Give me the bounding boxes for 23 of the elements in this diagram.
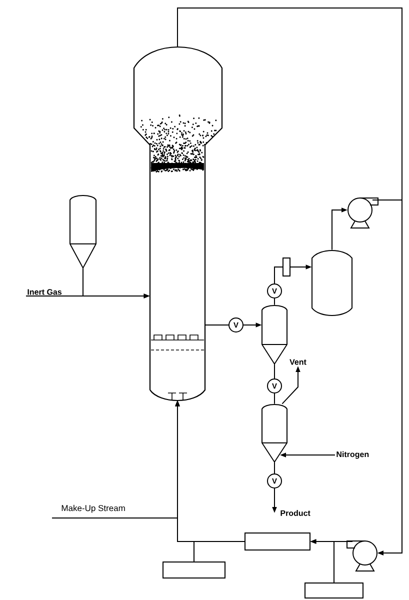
- filter-box: [282, 258, 290, 276]
- pipe-line: [204, 324, 229, 326]
- pipe-line: [274, 298, 275, 306]
- discharge-tank: [262, 404, 288, 462]
- storage-tank: [312, 250, 352, 316]
- pipe-arrow: [177, 8, 402, 556]
- pipe-line: [274, 266, 284, 284]
- stream-label: Vent: [290, 359, 306, 365]
- equipment-box: [244, 532, 310, 550]
- stream-label: Inert Gas: [28, 289, 62, 295]
- stream-label: Make-Up Stream: [62, 504, 125, 513]
- discharge-tank: [262, 305, 288, 364]
- pipe-line: [274, 393, 275, 404]
- reactor-vessel: [133, 46, 223, 402]
- equipment-box: [162, 562, 226, 578]
- pipe-line: [274, 364, 275, 379]
- pipe-line: [274, 462, 275, 474]
- pump-symbol: [346, 540, 378, 572]
- stream-label: Nitrogen: [336, 451, 369, 459]
- equipment-box: [304, 582, 364, 598]
- hopper-vessel: [70, 195, 96, 268]
- stream-label: Product: [280, 510, 310, 516]
- pump-symbol: [348, 198, 378, 228]
